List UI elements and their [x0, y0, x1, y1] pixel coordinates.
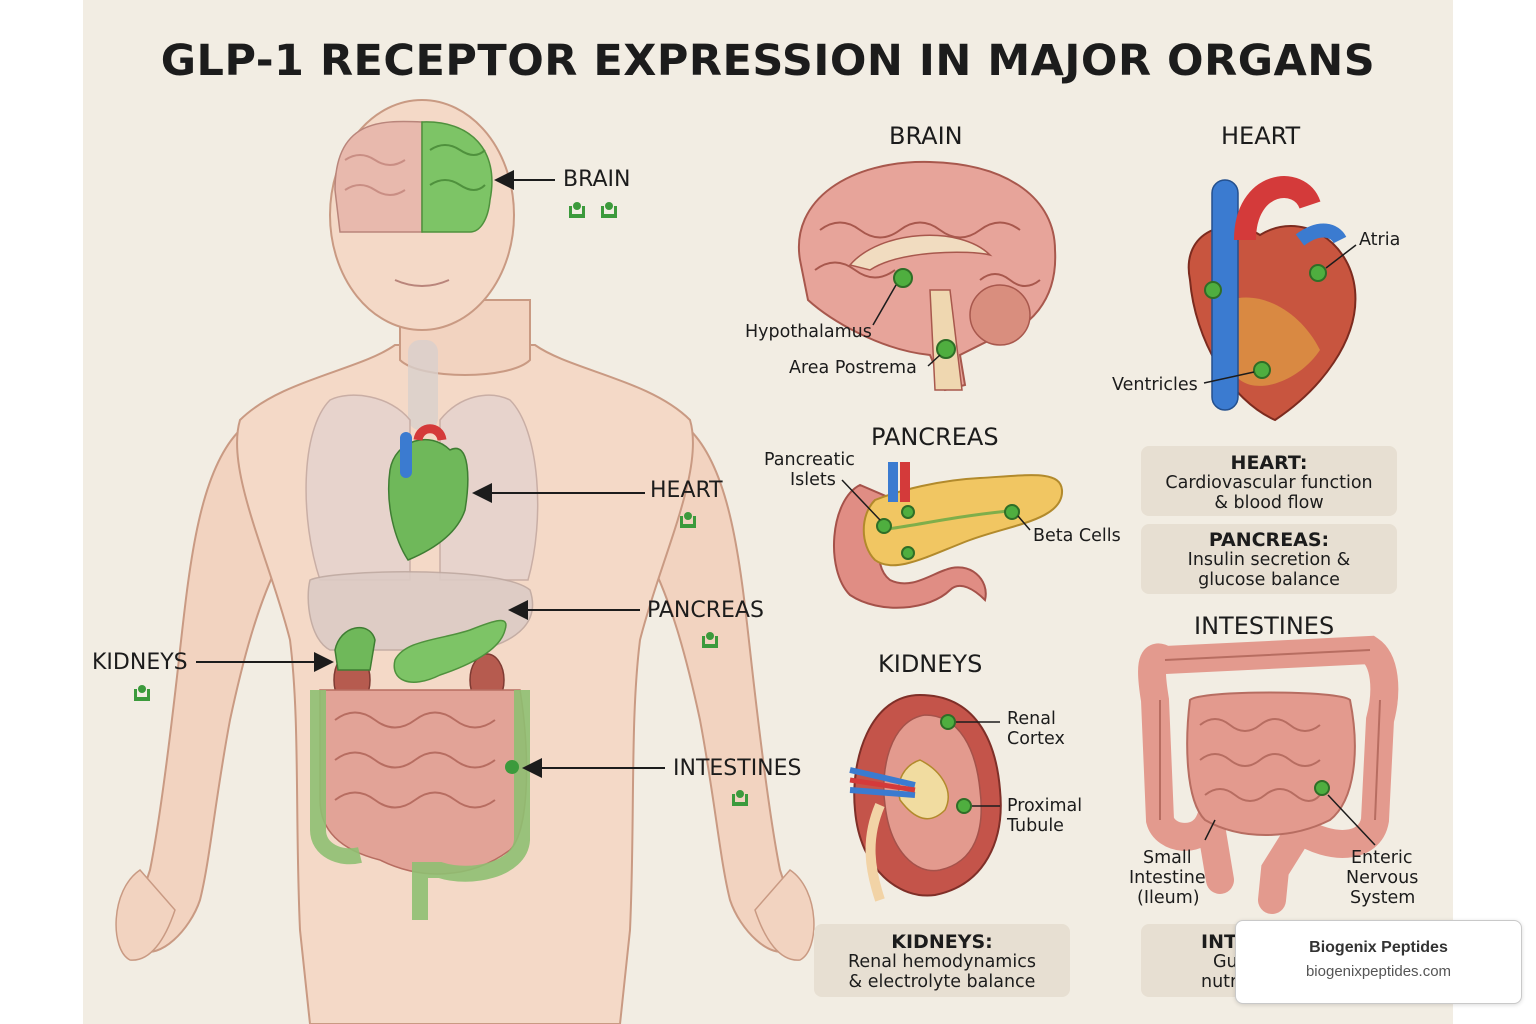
label-hypothalamus: Hypothalamus — [745, 322, 872, 342]
human-body-figure — [115, 99, 815, 1024]
page-title: GLP-1 RECEPTOR EXPRESSION IN MAJOR ORGAN… — [160, 36, 1376, 86]
label-renal: Renal — [1007, 709, 1056, 729]
callout-pancreas: PANCREAS — [647, 598, 764, 623]
card-intestines-heading: INT — [1201, 931, 1237, 953]
callout-brain: BRAIN — [563, 167, 631, 192]
brand-name: Biogenix Peptides — [1309, 939, 1448, 956]
label-ventricles: Ventricles — [1112, 375, 1198, 395]
panel-title-brain: BRAIN — [889, 122, 963, 150]
card-kidneys-heading: KIDNEYS: — [891, 931, 993, 953]
label-pancreatic: Pancreatic — [764, 450, 855, 470]
label-enteric: Enteric — [1351, 848, 1413, 868]
callout-kidneys: KIDNEYS — [92, 650, 188, 675]
panel-title-kidneys: KIDNEYS — [878, 650, 983, 678]
intestines-panel-art — [1138, 635, 1399, 914]
label-nervous: Nervous — [1346, 868, 1419, 888]
pancreas-panel-art — [833, 462, 1064, 609]
card-heart-heading: HEART: — [1230, 452, 1308, 474]
body-callout-arrows — [196, 170, 665, 778]
label-tubule: Tubule — [1007, 816, 1064, 836]
label-beta-cells: Beta Cells — [1033, 526, 1121, 546]
card-pancreas-heading: PANCREAS: — [1208, 529, 1330, 551]
label-ileum: (Ileum) — [1137, 888, 1200, 908]
panel-title-intestines: INTESTINES — [1194, 612, 1335, 640]
label-islets: Islets — [790, 470, 836, 490]
label-proximal: Proximal — [1007, 796, 1083, 816]
brain-panel-art — [797, 160, 1057, 392]
card-heart: HEART: Cardiovascular function & blood f… — [1141, 446, 1397, 516]
panel-title-heart: HEART — [1221, 122, 1301, 150]
card-pancreas-line2: glucose balance — [1198, 570, 1340, 590]
card-heart-line1: Cardiovascular function — [1165, 473, 1373, 493]
label-cortex: Cortex — [1007, 729, 1065, 749]
card-kidneys: KIDNEYS: Renal hemodynamics & electrolyt… — [814, 924, 1070, 997]
kidney-panel-art — [849, 693, 1002, 902]
label-area-postrema: Area Postrema — [789, 358, 917, 378]
callout-intestines: INTESTINES — [673, 756, 802, 781]
card-kidneys-line2: & electrolyte balance — [848, 972, 1036, 992]
card-heart-line2: & blood flow — [1214, 493, 1324, 513]
label-system: System — [1350, 888, 1416, 908]
card-kidneys-line1: Renal hemodynamics — [848, 952, 1036, 972]
label-intestine: Intestine — [1129, 868, 1206, 888]
heart-panel-art — [1187, 176, 1357, 422]
callout-heart: HEART — [650, 478, 723, 503]
label-small: Small — [1143, 848, 1192, 868]
panel-title-pancreas: PANCREAS — [871, 423, 999, 451]
label-atria: Atria — [1359, 230, 1401, 250]
card-pancreas: PANCREAS: Insulin secretion & glucose ba… — [1141, 524, 1397, 594]
brand-badge: Biogenix Peptides biogenixpeptides.com — [1235, 920, 1522, 1004]
brand-url: biogenixpeptides.com — [1305, 963, 1452, 980]
card-pancreas-line1: Insulin secretion & — [1187, 550, 1351, 570]
